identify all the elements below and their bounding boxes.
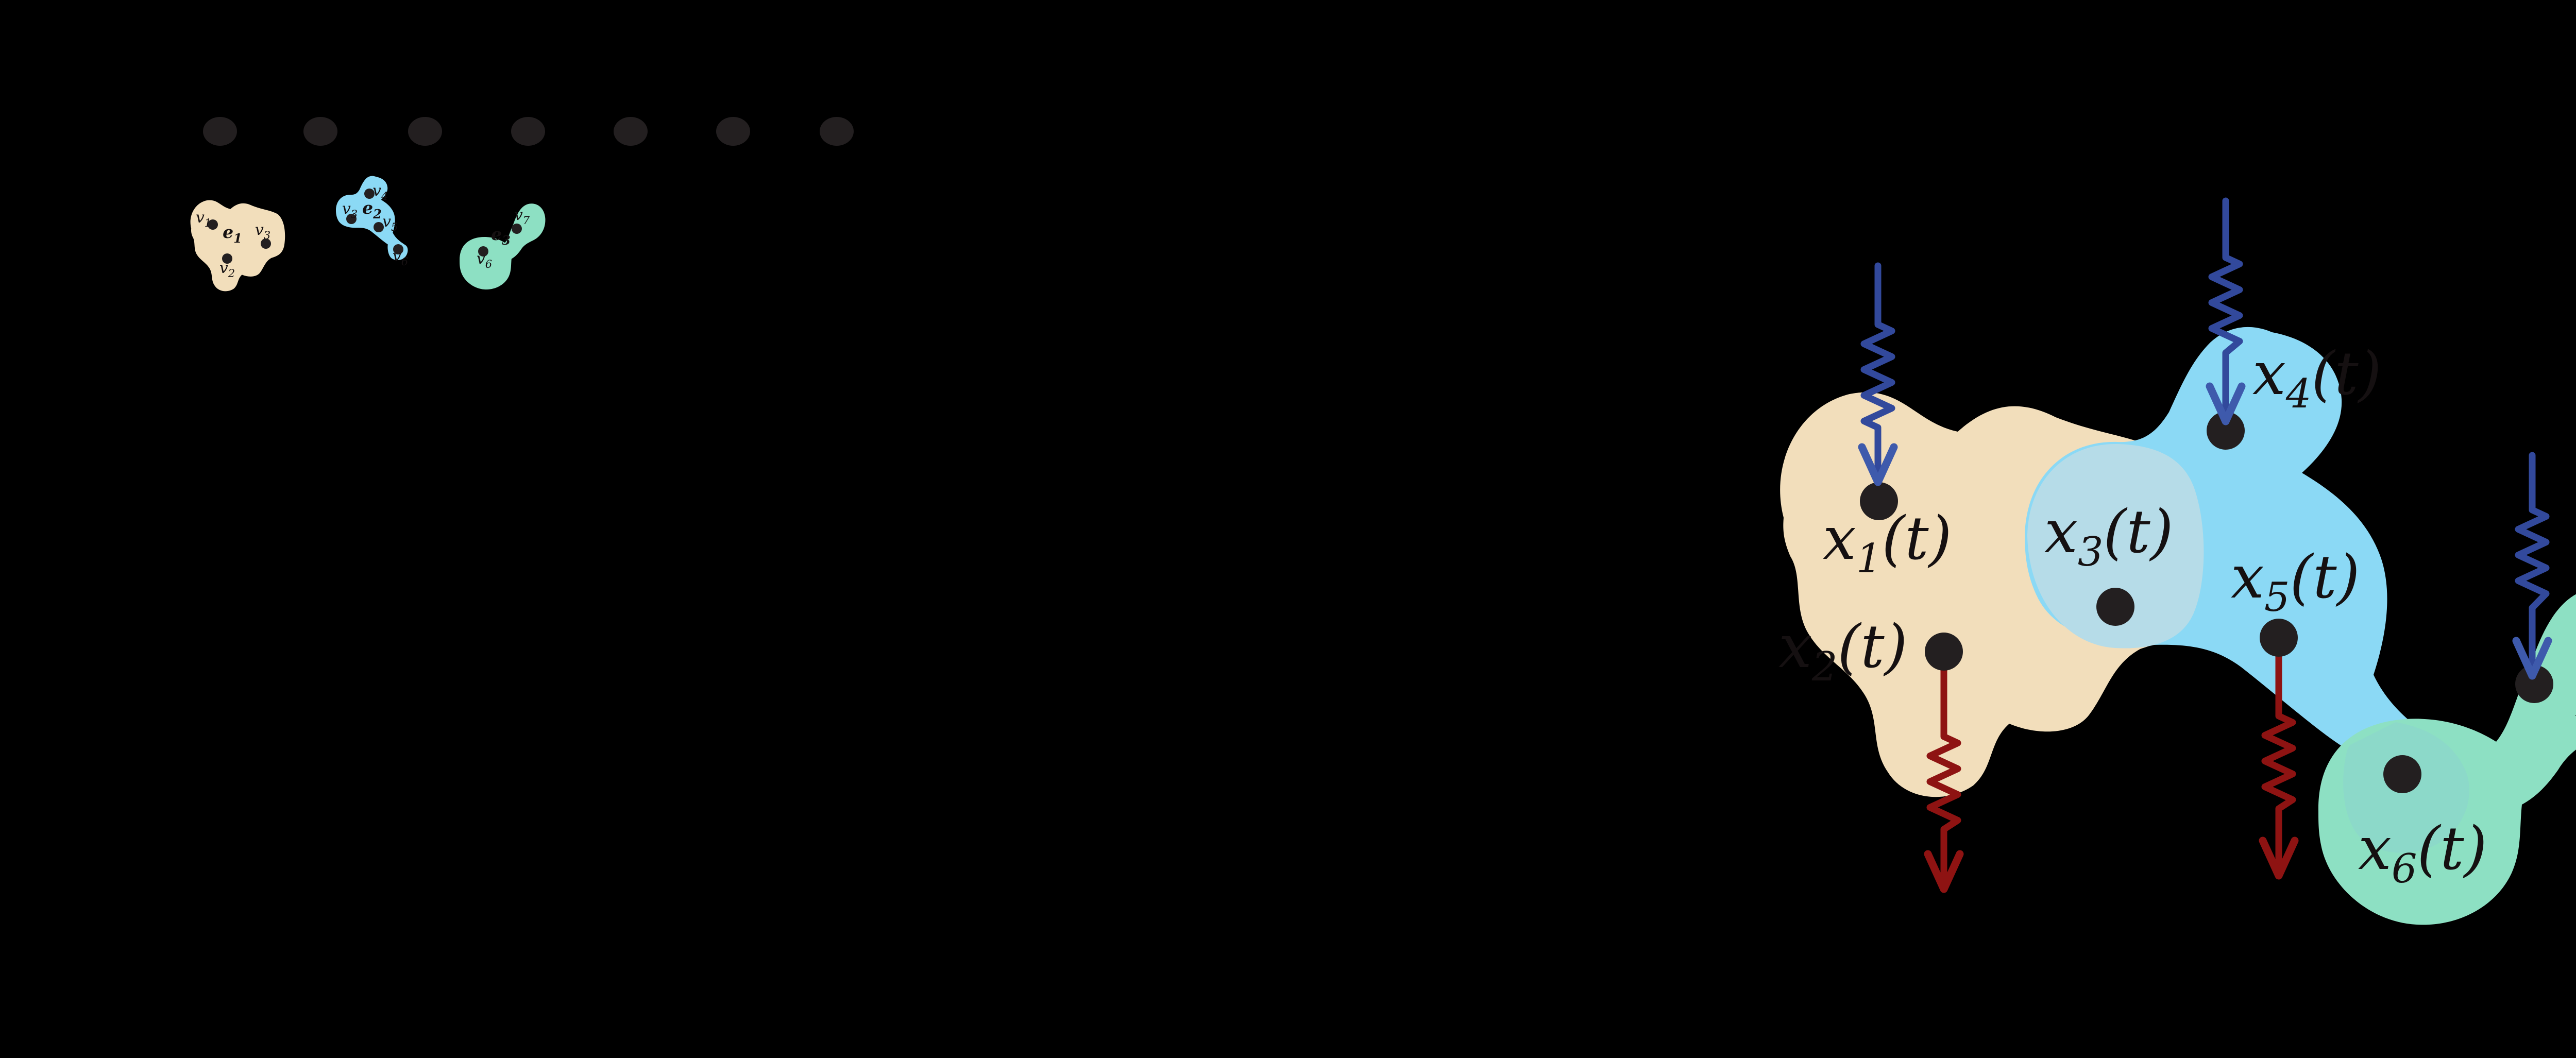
small-node-v1	[208, 219, 218, 230]
small-hyperedge-e2: v3 v4 v5 v6 e2	[335, 176, 408, 268]
label-v3b: v3	[342, 200, 358, 220]
label-x5: x5(t)	[2231, 543, 2360, 621]
small-node-v6g	[478, 246, 488, 257]
node-x4	[2207, 412, 2245, 450]
label-x6: x6(t)	[2358, 814, 2487, 892]
vertex-dot-4	[511, 117, 545, 146]
vertex-dot-3	[408, 117, 442, 146]
vertex-dot-6	[716, 117, 750, 146]
label-e3: e3	[491, 224, 511, 248]
small-node-v3	[261, 238, 271, 249]
label-v6g: v6	[477, 250, 492, 270]
overlap-tan-blue	[2027, 443, 2204, 649]
arrow-shaft	[2515, 452, 2550, 677]
label-v2: v2	[219, 259, 235, 280]
label-x7: x7(t)	[2575, 661, 2576, 739]
vertex-dot-2	[303, 117, 337, 146]
arrow-input-x7	[2512, 452, 2552, 680]
label-v6: v6	[393, 247, 408, 268]
vertex-dot-7	[820, 117, 854, 146]
arrowhead-icon	[2512, 637, 2552, 680]
vertex-dot-1	[203, 117, 237, 146]
small-node-v6	[393, 244, 403, 254]
arrow-output-x5	[2259, 634, 2299, 880]
arrow-shaft	[1860, 262, 1895, 484]
arrowhead-icon	[1924, 850, 1964, 893]
arrow-shaft	[1926, 648, 1961, 891]
hyperedge-e1-blob	[190, 200, 285, 292]
arrowhead-icon	[2206, 382, 2246, 425]
input-arrows	[1858, 197, 2552, 680]
label-x4: x4(t)	[2252, 339, 2381, 417]
arrow-shaft	[2261, 634, 2296, 877]
small-node-v3b	[346, 214, 357, 224]
output-arrows	[1924, 634, 2299, 893]
node-x7	[2515, 665, 2553, 703]
label-v3: v3	[255, 221, 270, 242]
vertex-dot-5	[614, 117, 648, 146]
arrowhead-icon	[2259, 837, 2299, 880]
node-x1	[1860, 482, 1898, 520]
large-system: x1(t) x2(t) x3(t) x4(t) x5(t) x6(t) x7(t…	[1778, 197, 2576, 925]
arrow-input-x4	[2206, 197, 2246, 425]
node-x3	[2096, 588, 2134, 626]
label-x3: x3(t)	[2044, 498, 2173, 575]
label-v1: v1	[196, 209, 211, 229]
node-x5	[2260, 619, 2298, 657]
arrow-shaft	[2208, 197, 2243, 423]
label-v5: v5	[382, 213, 398, 233]
label-v4: v4	[372, 182, 388, 202]
node-x6	[2383, 755, 2421, 793]
small-hyperedge-e1: v1 v2 v3 e1	[190, 200, 285, 292]
label-x2: x2(t)	[1778, 612, 1907, 690]
small-hyperedge-e3: v6 v7 e3	[460, 203, 546, 290]
small-node-v2	[222, 253, 232, 264]
vertex-row	[203, 117, 854, 146]
label-x1: x1(t)	[1823, 504, 1952, 582]
small-node-v7	[512, 224, 522, 234]
arrowhead-icon	[1858, 443, 1898, 486]
small-node-v4	[364, 189, 375, 199]
label-e2: e2	[362, 198, 382, 221]
arrow-output-x2	[1924, 648, 1964, 893]
small-node-v5	[374, 222, 384, 232]
label-e1: e1	[223, 222, 242, 246]
arrow-input-x1	[1858, 262, 1898, 486]
node-x2	[1925, 633, 1963, 671]
label-v7: v7	[514, 206, 530, 227]
